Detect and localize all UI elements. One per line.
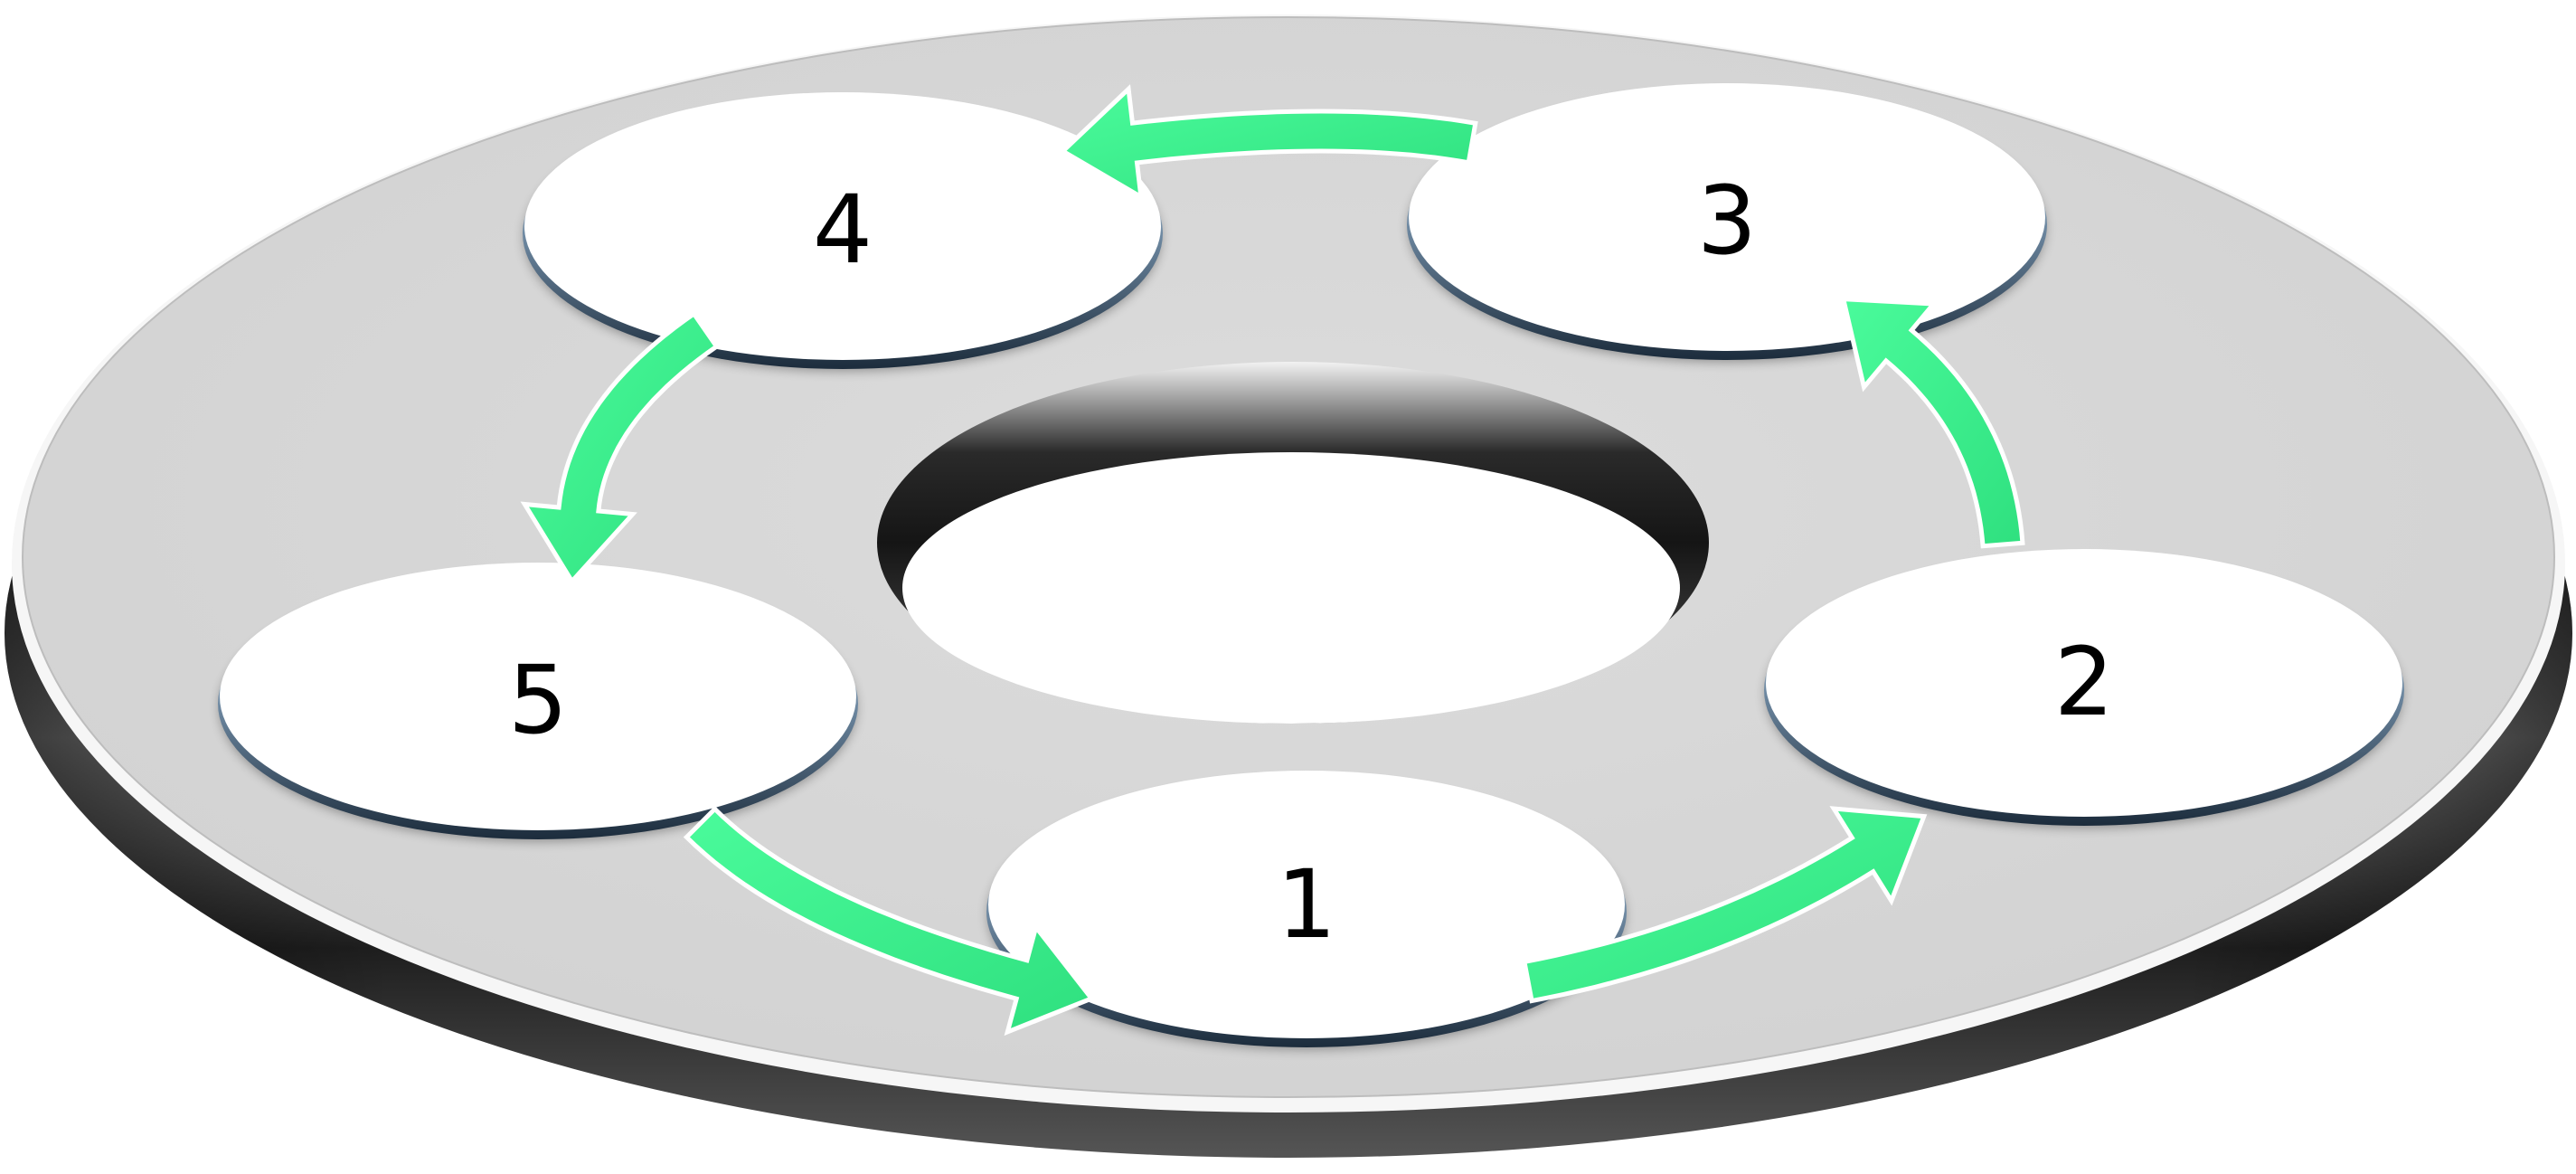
arrow-3-to-4 bbox=[1059, 84, 1478, 202]
arrow-4-to-5 bbox=[520, 310, 720, 585]
center-hole-opening bbox=[902, 452, 1680, 724]
step-5-label: 5 bbox=[508, 645, 568, 755]
step-4-node bbox=[523, 92, 1163, 371]
step-2-label: 2 bbox=[2054, 627, 2114, 737]
step-3-label: 3 bbox=[1697, 166, 1757, 276]
step-1-node bbox=[986, 771, 1627, 1049]
step-4-node-face bbox=[524, 92, 1161, 360]
step-5-node-face bbox=[220, 563, 856, 830]
step-4-label: 4 bbox=[813, 175, 873, 285]
center-hole bbox=[877, 362, 1709, 724]
step-3-node bbox=[1407, 83, 2047, 362]
cycle-arrows bbox=[520, 84, 2025, 1037]
arrow-1-to-2 bbox=[1521, 806, 1928, 1004]
step-1-node-face bbox=[988, 771, 1625, 1038]
step-labels: 1 2 3 4 5 bbox=[508, 166, 2114, 960]
step-3-node-face bbox=[1409, 83, 2045, 351]
step-2-node bbox=[1764, 549, 2404, 828]
step-2-node-face bbox=[1766, 549, 2402, 817]
arrow-5-to-1 bbox=[683, 805, 1096, 1037]
step-1-label: 1 bbox=[1277, 849, 1336, 960]
arrow-2-to-3 bbox=[1840, 296, 2025, 549]
step-nodes bbox=[218, 83, 2404, 1049]
step-5-node bbox=[218, 563, 858, 841]
